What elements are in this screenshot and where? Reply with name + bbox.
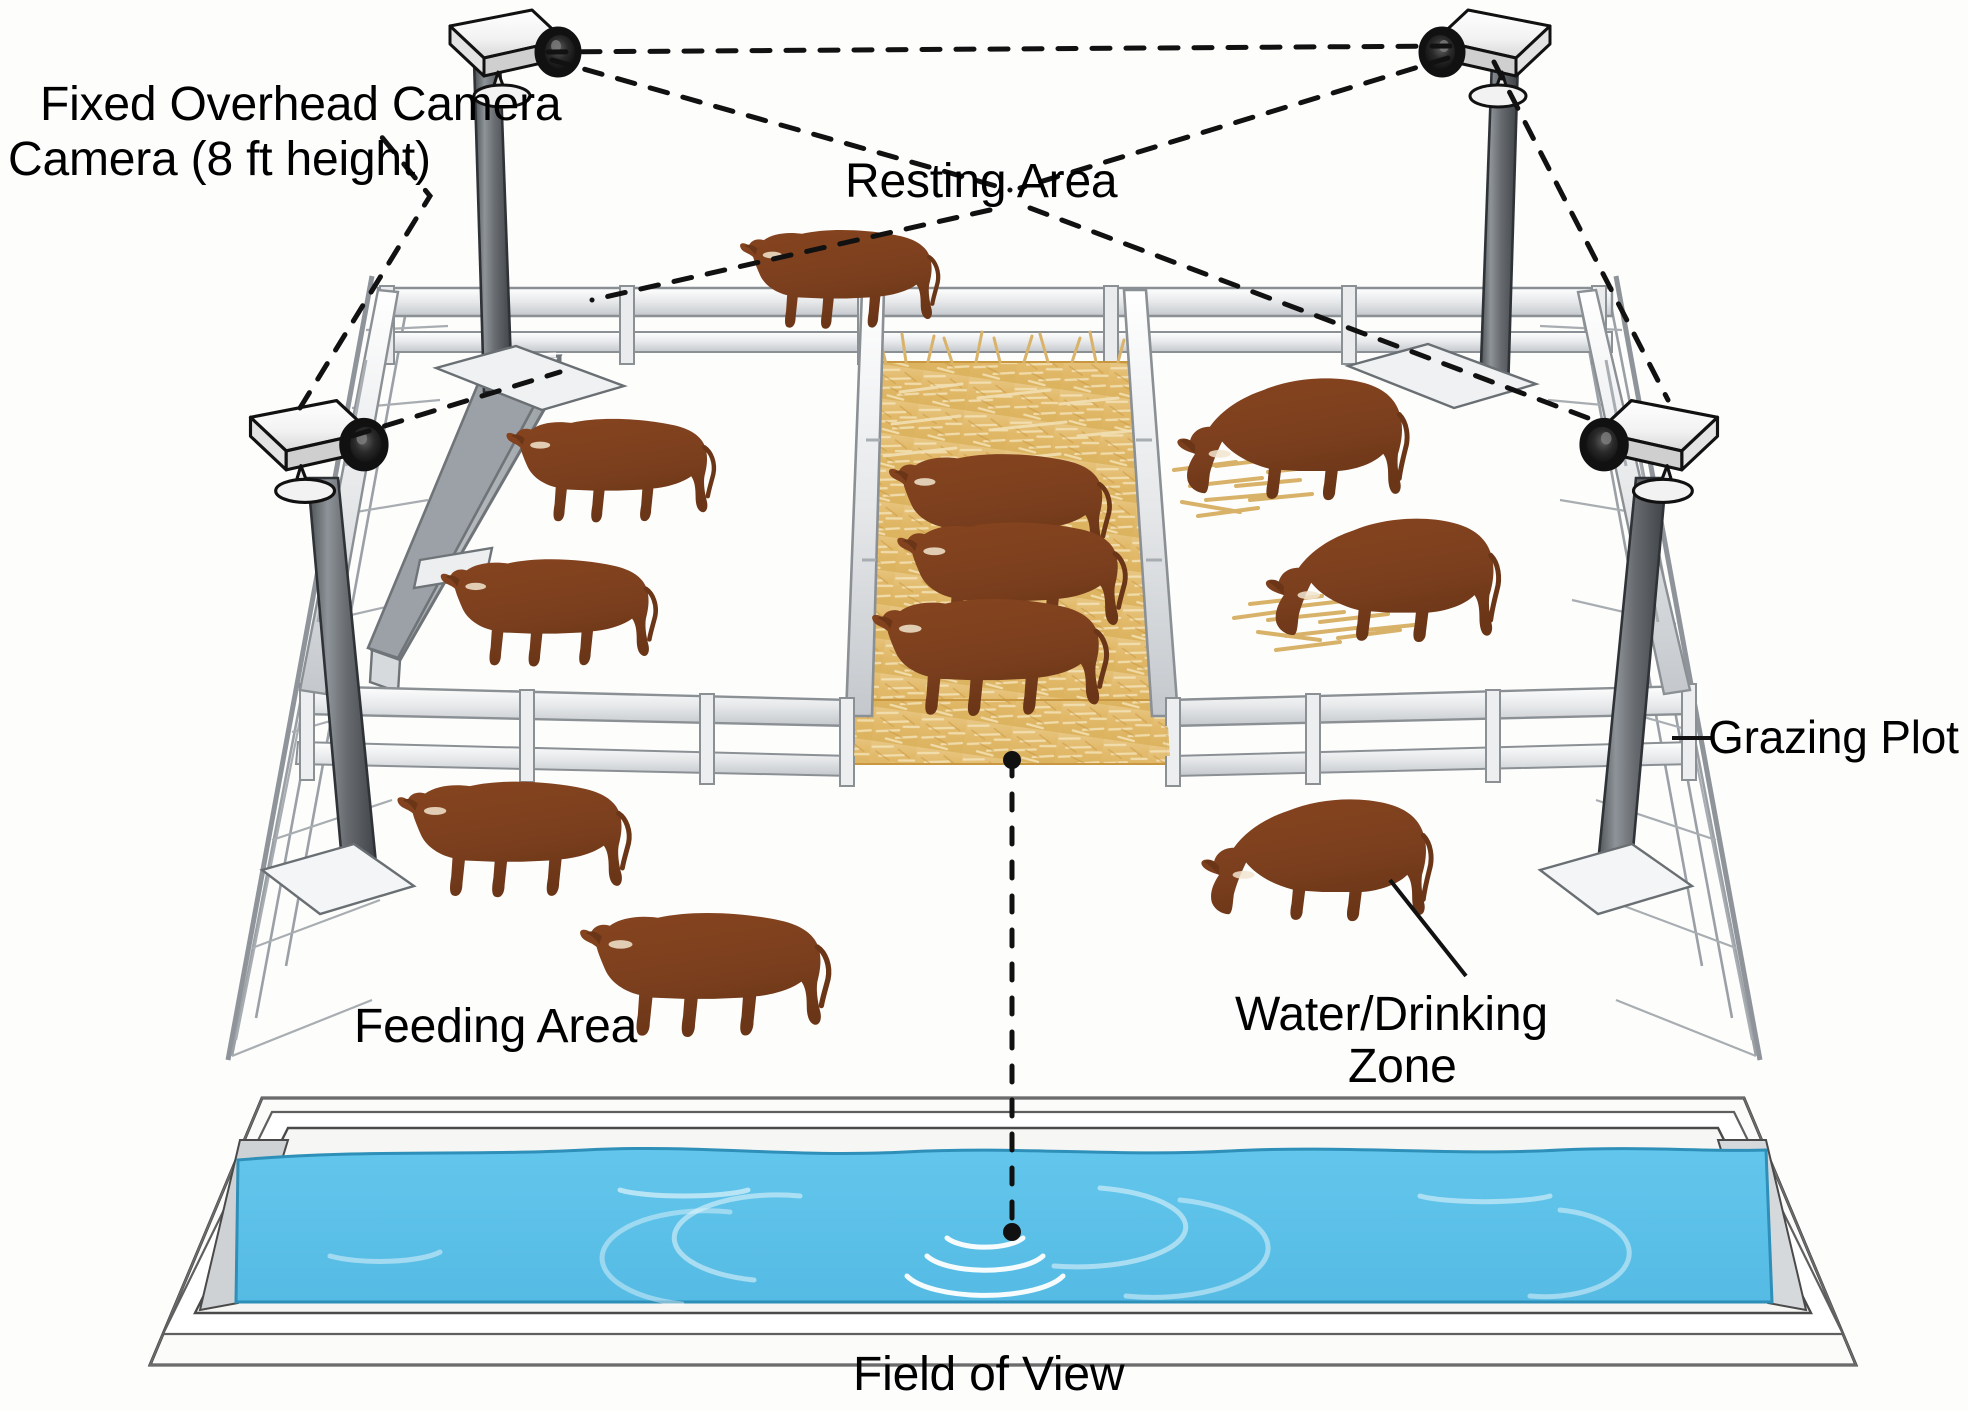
camera-sight-line-icon bbox=[1017, 55, 1451, 191]
water-zone-leader-icon bbox=[1388, 878, 1468, 978]
drop-line-origin-dot bbox=[1003, 751, 1021, 769]
camera-sight-line-icon bbox=[1027, 205, 1607, 427]
camera-label-line1: Fixed Overhead Camera bbox=[40, 78, 562, 131]
camera-sight-line-icon bbox=[589, 207, 993, 303]
field-of-view-label: Field of View bbox=[853, 1348, 1125, 1401]
water-pool bbox=[193, 1126, 1813, 1315]
resting-area-label: Resting Area bbox=[845, 155, 1118, 208]
feeding-area-label: Feeding Area bbox=[354, 1000, 638, 1053]
camera-sight-line-icon bbox=[549, 57, 1013, 193]
camera-pole-icon bbox=[1537, 476, 1695, 916]
camera-sight-lines bbox=[297, 43, 1671, 1235]
camera-pole-icon bbox=[259, 476, 417, 916]
drop-line-target-dot bbox=[1003, 1223, 1021, 1241]
camera-label-line2: Camera (8 ft height) bbox=[8, 133, 431, 186]
camera-sight-line-icon bbox=[349, 369, 563, 439]
water-zone-label-line1: Water/Drinking bbox=[1235, 988, 1548, 1041]
camera-sight-line-icon bbox=[1491, 59, 1671, 403]
grazing-plot-label: Grazing Plot bbox=[1708, 711, 1959, 763]
label-leaders bbox=[1388, 736, 1712, 978]
camera-label-leader-icon bbox=[297, 127, 434, 411]
camera-poles bbox=[259, 58, 1695, 916]
camera-sight-line-icon bbox=[545, 43, 1455, 55]
pen-rails-middle bbox=[294, 683, 1698, 787]
water-zone-label-line2: Zone bbox=[1348, 1040, 1457, 1093]
